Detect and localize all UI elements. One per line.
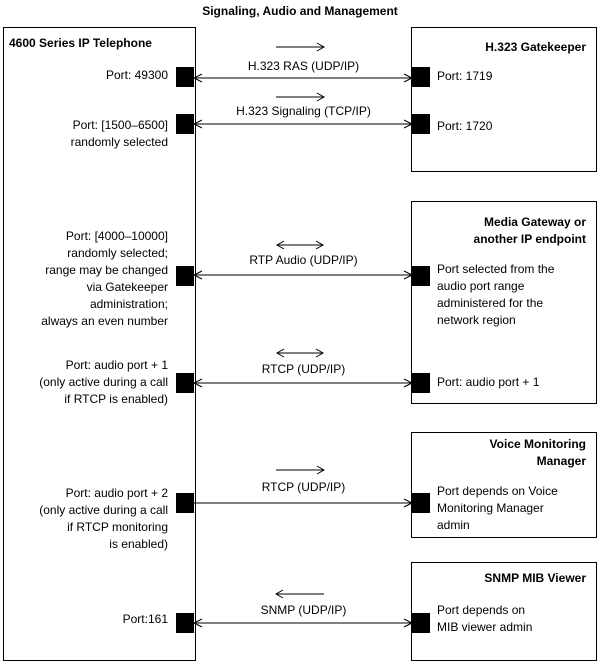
- gatekeeper-port-signaling-square: [412, 114, 430, 134]
- snmp-viewer-port-label: Port depends on MIB viewer admin: [437, 603, 533, 634]
- snmp-viewer-title: SNMP MIB Viewer: [484, 571, 586, 585]
- phone-port-signaling-label: Port: [1500–6500] randomly selected: [70, 118, 168, 149]
- media-gateway-box: [411, 201, 597, 404]
- link-label-snmp: SNMP (UDP/IP): [260, 603, 347, 617]
- phone-port-rtcp-label: Port: audio port + 1 (only active during…: [39, 358, 168, 406]
- rtp-link-left-arrowhead: [192, 270, 203, 280]
- ip-telephone-title: 4600 Series IP Telephone: [9, 36, 152, 50]
- diagram-title: Signaling, Audio and Management: [202, 4, 398, 18]
- phone-port-snmp-square: [176, 613, 194, 633]
- media-gateway-port-rtcp-square: [412, 373, 430, 393]
- phone-port-ras-square: [176, 67, 194, 87]
- snmp-viewer-box: [411, 562, 597, 661]
- ip-telephone-box: [3, 27, 196, 661]
- voice-monitoring-box: [411, 432, 597, 538]
- signaling-link-right-arrowhead: [403, 119, 414, 129]
- link-label-rtp: RTP Audio (UDP/IP): [249, 253, 358, 267]
- snmp-viewer-port-square: [412, 613, 430, 633]
- snmp-link-left-arrowhead: [192, 618, 203, 628]
- voice-monitoring-title: Voice Monitoring Manager: [489, 437, 586, 468]
- gatekeeper-port-ras-label: Port: 1719: [437, 69, 493, 83]
- phone-port-ras-label: Port: 49300: [105, 68, 168, 82]
- link-label-ras: H.323 RAS (UDP/IP): [247, 59, 360, 73]
- rtcp-link-left-arrowhead: [192, 378, 203, 388]
- snmp-link-right-arrowhead: [403, 618, 414, 628]
- gatekeeper-port-ras-square: [412, 67, 430, 87]
- phone-port-rtp-square: [176, 266, 194, 286]
- rtcp-monitor-link-right-arrowhead: [403, 498, 414, 508]
- ras-link-left-arrowhead: [192, 73, 203, 83]
- link-label-rtcp-monitor: RTCP (UDP/IP): [261, 480, 346, 494]
- voice-monitoring-port-square: [412, 493, 430, 513]
- phone-port-snmp-label: Port:161: [122, 612, 168, 626]
- phone-port-rtcp-monitor-square: [176, 493, 194, 513]
- phone-port-rtcp-monitor-label: Port: audio port + 2 (only active during…: [39, 486, 168, 551]
- link-label-signaling: H.323 Signaling (TCP/IP): [236, 104, 371, 118]
- signaling-link-left-arrowhead: [192, 119, 203, 129]
- rtp-link-right-arrowhead: [403, 270, 414, 280]
- media-gateway-port-audio-label: Port selected from the audio port range …: [437, 262, 555, 327]
- phone-port-rtcp-square: [176, 373, 194, 393]
- phone-port-rtp-label: Port: [4000–10000] randomly selected; ra…: [41, 229, 168, 328]
- media-gateway-port-rtcp-label: Port: audio port + 1: [437, 375, 540, 389]
- media-gateway-port-audio-square: [412, 266, 430, 286]
- phone-port-signaling-square: [176, 114, 194, 134]
- media-gateway-title: Media Gateway or another IP endpoint: [473, 215, 586, 246]
- gatekeeper-title: H.323 Gatekeeper: [485, 40, 586, 54]
- link-label-rtcp: RTCP (UDP/IP): [261, 362, 346, 376]
- gatekeeper-box: [411, 27, 597, 172]
- voice-monitoring-port-label: Port depends on Voice Monitoring Manager…: [437, 484, 558, 532]
- ras-link-right-arrowhead: [403, 73, 414, 83]
- gatekeeper-port-signaling-label: Port: 1720: [437, 119, 493, 133]
- rtcp-link-right-arrowhead: [403, 378, 414, 388]
